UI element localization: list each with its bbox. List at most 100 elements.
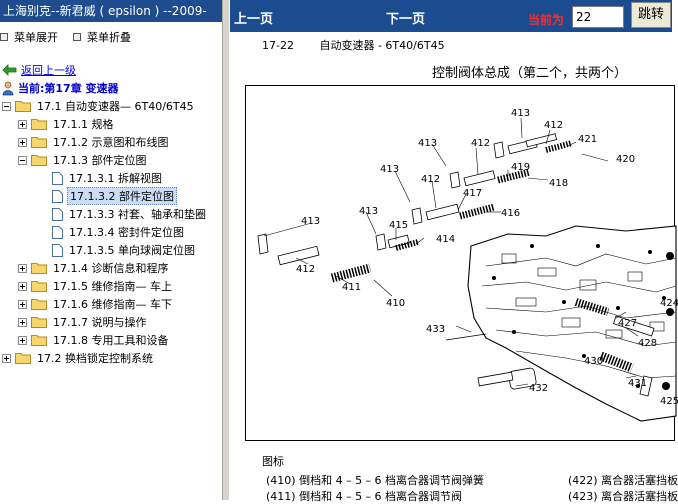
tree-page-17-1-3-2[interactable]: 17.1.3.2 部件定位图 xyxy=(52,187,177,205)
document-icon xyxy=(52,225,63,239)
callout-label: 413 xyxy=(380,164,399,175)
collapse-all-label: 菜单折叠 xyxy=(87,31,131,44)
callout-label: 430 xyxy=(584,356,603,367)
expand-toggle-icon[interactable] xyxy=(2,353,11,363)
tree-node-label: 17.2 换档锁定控制系统 xyxy=(37,352,153,365)
prev-page-button[interactable]: 上一页 xyxy=(234,12,274,27)
tree-node-label: 17.1.7 说明与操作 xyxy=(53,316,147,329)
tree-node-17-1-5[interactable]: 17.1.5 维修指南— 车上 xyxy=(18,277,174,295)
tree-node-label: 17.1.4 诊断信息和程序 xyxy=(53,262,169,275)
folder-icon xyxy=(31,263,47,274)
callout-label: 415 xyxy=(389,220,408,231)
callout-label: 416 xyxy=(501,208,520,219)
page-number-input[interactable] xyxy=(572,6,624,28)
callout-label: 412 xyxy=(544,120,563,131)
back-link[interactable]: 返回上一级 xyxy=(21,64,76,77)
collapse-icon xyxy=(73,33,81,41)
section-title: 自动变速器 - 6T40/6T45 xyxy=(319,39,445,52)
tree-page-label: 17.1.3.3 衬套、轴承和垫圈 xyxy=(69,208,206,221)
valve-body-drawing: 413 412 421 420 413 412 419 418 413 412 … xyxy=(257,108,678,422)
callout-label: 413 xyxy=(418,138,437,149)
callout-label: 424 xyxy=(660,298,678,309)
tree-page-17-1-3-4[interactable]: 17.1.3.4 密封件定位图 xyxy=(52,223,186,241)
tree-node-17-1[interactable]: 17.1 自动变速器— 6T40/6T45 xyxy=(2,97,196,115)
expand-toggle-icon[interactable] xyxy=(18,263,27,273)
expand-icon xyxy=(0,33,8,41)
folder-icon xyxy=(31,137,47,148)
callout-label: 413 xyxy=(511,108,530,119)
collapse-toggle-icon[interactable] xyxy=(2,101,11,111)
folder-icon xyxy=(31,119,47,130)
tree-page-17-1-3-1[interactable]: 17.1.3.1 拆解视图 xyxy=(52,169,164,187)
pane-title: 上海别克--新君威 ( epsilon ) --2009- xyxy=(0,0,222,22)
expand-all-button[interactable]: 菜单展开 xyxy=(0,29,58,45)
pane-splitter[interactable] xyxy=(222,0,230,500)
callout-label: 419 xyxy=(511,162,530,173)
tree-node-17-1-4[interactable]: 17.1.4 诊断信息和程序 xyxy=(18,259,170,277)
callout-label: 410 xyxy=(386,298,405,309)
back-arrow-icon xyxy=(2,64,17,76)
tree-node-17-1-7[interactable]: 17.1.7 说明与操作 xyxy=(18,313,148,331)
expand-toggle-icon[interactable] xyxy=(18,299,27,309)
navigation-pane: 上海别克--新君威 ( epsilon ) --2009- 菜单展开 菜单折叠 … xyxy=(0,0,222,500)
legend-title: 图标 xyxy=(262,455,284,468)
exploded-view-diagram: 413 412 421 420 413 412 419 418 413 412 … xyxy=(245,85,678,441)
next-page-button[interactable]: 下一页 xyxy=(386,12,426,27)
tree-node-label: 17.1.3 部件定位图 xyxy=(53,154,147,167)
callout-label: 433 xyxy=(426,324,445,335)
expand-toggle-icon[interactable] xyxy=(18,137,27,147)
legend-item: (422) 离合器活塞挡板 xyxy=(568,474,678,487)
current-page-label: 当前为 xyxy=(528,13,565,27)
legend-item: (410) 倒档和 4 – 5 – 6 档离合器调节阀弹簧 xyxy=(266,474,485,487)
collapse-toggle-icon[interactable] xyxy=(18,155,27,165)
expand-all-label: 菜单展开 xyxy=(14,31,58,44)
expand-toggle-icon[interactable] xyxy=(18,317,27,327)
document-icon xyxy=(52,243,63,257)
document-icon xyxy=(52,189,63,203)
tree-node-17-1-6[interactable]: 17.1.6 维修指南— 车下 xyxy=(18,295,174,313)
callout-label: 428 xyxy=(638,338,657,349)
jump-button[interactable]: 跳转 xyxy=(631,2,671,28)
callout-label: 432 xyxy=(529,383,548,394)
tree-page-label: 17.1.3.4 密封件定位图 xyxy=(69,226,184,239)
tree-page-17-1-3-3[interactable]: 17.1.3.3 衬套、轴承和垫圈 xyxy=(52,205,208,223)
callout-label: 420 xyxy=(616,154,635,165)
document-icon xyxy=(52,171,63,185)
legend-item: (423) 离合器活塞挡板 xyxy=(568,490,678,503)
tree-page-label: 17.1.3.1 拆解视图 xyxy=(69,172,162,185)
tree-node-17-2[interactable]: 17.2 换档锁定控制系统 xyxy=(2,349,155,367)
tree-page-label-selected: 17.1.3.2 部件定位图 xyxy=(67,187,177,205)
page-toolbar: 上一页 下一页 当前为 跳转 xyxy=(230,0,672,32)
tree-page-17-1-3-5[interactable]: 17.1.3.5 单向球阀定位图 xyxy=(52,241,197,259)
callout-label: 414 xyxy=(436,234,455,245)
document-view: 17-22 自动变速器 - 6T40/6T45 控制阀体总成（第二个，共两个） xyxy=(230,32,678,503)
tree-page-label: 17.1.3.5 单向球阀定位图 xyxy=(69,244,195,257)
folder-open-icon xyxy=(31,155,47,166)
user-icon xyxy=(2,81,14,96)
tree-node-17-1-8[interactable]: 17.1.8 专用工具和设备 xyxy=(18,331,170,349)
expand-toggle-icon[interactable] xyxy=(18,335,27,345)
callout-label: 421 xyxy=(578,134,597,145)
tree-node-17-1-1[interactable]: 17.1.1 规格 xyxy=(18,115,115,133)
callout-label: 417 xyxy=(463,188,482,199)
legend-item: (411) 倒档和 4 – 5 – 6 档离合器调节阀 xyxy=(266,490,463,503)
folder-open-icon xyxy=(15,101,31,112)
folder-icon xyxy=(31,299,47,310)
tree-node-label: 17.1.5 维修指南— 车上 xyxy=(53,280,172,293)
tree-node-17-1-2[interactable]: 17.1.2 示意图和布线图 xyxy=(18,133,170,151)
expand-toggle-icon[interactable] xyxy=(18,119,27,129)
folder-icon xyxy=(31,281,47,292)
tree-node-17-1-3[interactable]: 17.1.3 部件定位图 xyxy=(18,151,148,169)
folder-icon xyxy=(31,335,47,346)
folder-icon xyxy=(15,353,31,364)
tree-node-label: 17.1.2 示意图和布线图 xyxy=(53,136,169,149)
callout-label: 412 xyxy=(296,264,315,275)
callout-label: 412 xyxy=(421,174,440,185)
page-number: 17-22 xyxy=(262,39,294,52)
expand-toggle-icon[interactable] xyxy=(18,281,27,291)
tree-node-label: 17.1.8 专用工具和设备 xyxy=(53,334,169,347)
collapse-all-button[interactable]: 菜单折叠 xyxy=(73,29,131,45)
callout-label: 412 xyxy=(471,138,490,149)
folder-icon xyxy=(31,317,47,328)
current-chapter: 当前:第17章 变速器 xyxy=(0,80,119,96)
